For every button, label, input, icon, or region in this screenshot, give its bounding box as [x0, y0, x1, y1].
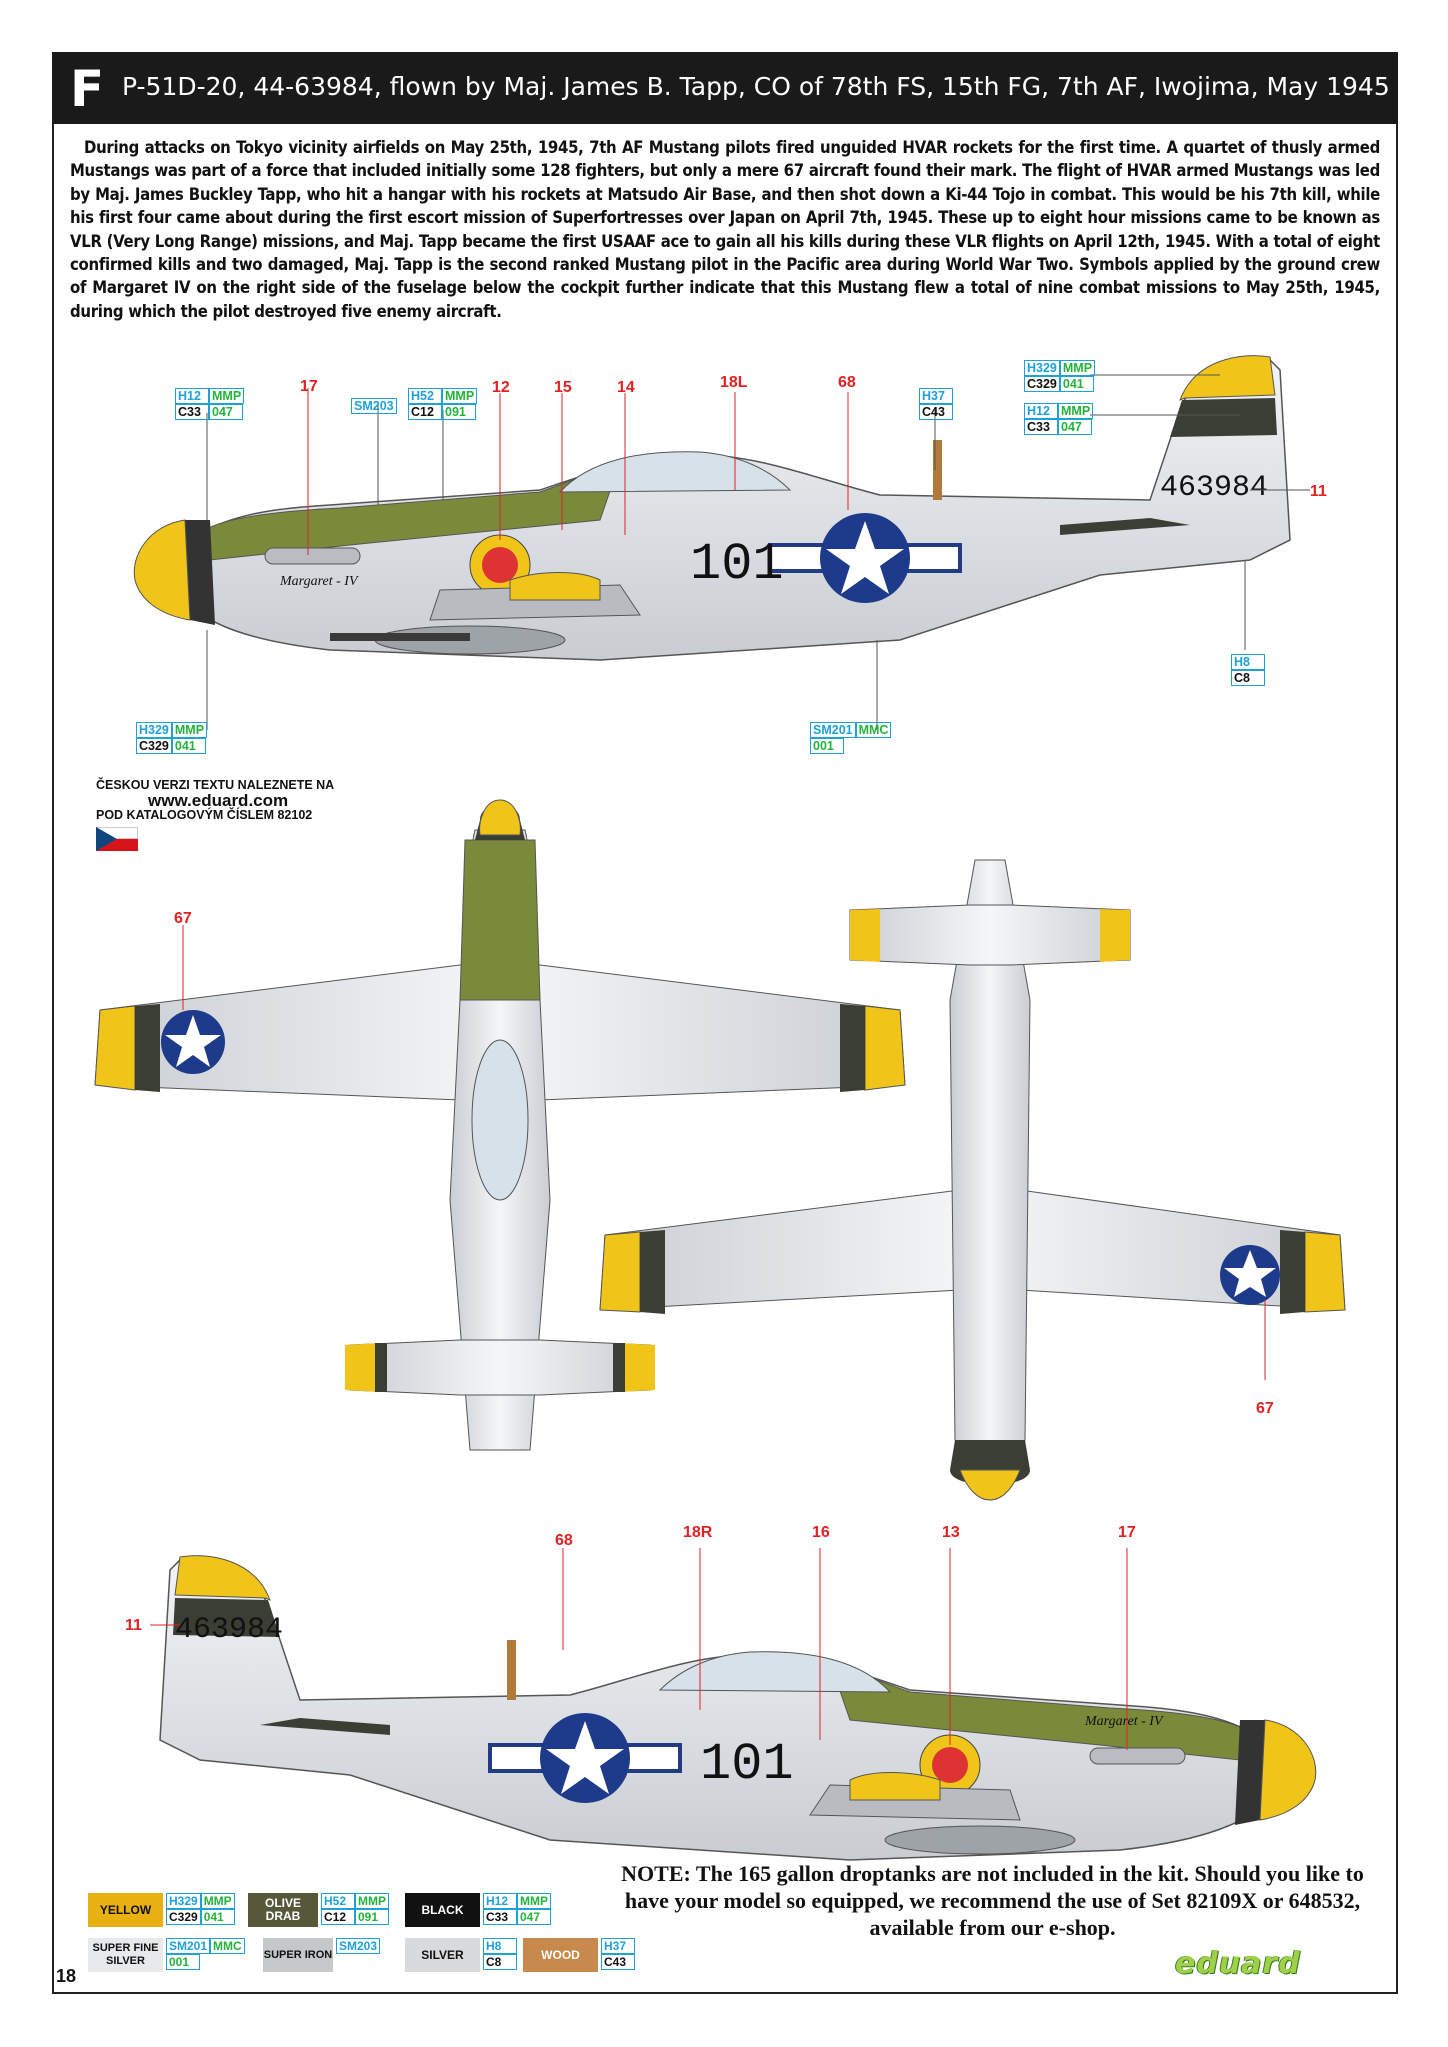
ref-number: 17 [1118, 1524, 1136, 1541]
bottom-view [599, 859, 1346, 1501]
paint-callout: H37 C43 [919, 388, 953, 420]
eduard-url[interactable]: www.eduard.com [148, 791, 289, 810]
ref-number: 16 [812, 1524, 830, 1541]
left-buzz-number: 101 [690, 535, 784, 594]
paint-callout: SM203 [351, 398, 397, 414]
czech-version-note: ČESKOU VERZI TEXTU NALEZNETE NA www.edua… [95, 778, 334, 855]
ref-number: 68 [555, 1532, 573, 1549]
ref-number: 11 [125, 1617, 142, 1634]
czech-flag-icon [95, 826, 139, 851]
swatch-color: BLACK [405, 1893, 480, 1927]
top-view [94, 799, 906, 1451]
legend-silver: SILVER H8 C8 [405, 1938, 517, 1972]
legend-wood: WOOD H37 C43 [523, 1938, 635, 1972]
legend-super-iron: SUPER IRON SM203 [263, 1938, 381, 1972]
profile-letter: F [70, 60, 105, 118]
swatch-color: SILVER [405, 1938, 480, 1972]
swatch-color: YELLOW [88, 1893, 163, 1927]
right-buzz-number: 101 [700, 1735, 794, 1794]
swatch-color: SUPER IRON [263, 1938, 333, 1972]
left-nose-name: Margaret - IV [279, 574, 359, 589]
left-serial: 463984 [1160, 471, 1268, 505]
swatch-color: WOOD [523, 1938, 598, 1972]
ref-number: 18L [720, 374, 748, 391]
page-number: 18 [56, 1966, 77, 1986]
swatch-color: OLIVE DRAB [248, 1893, 318, 1927]
profile-title: P-51D-20, 44-63984, flown by Maj. James … [122, 72, 1390, 101]
ref-number: 18R [683, 1524, 713, 1541]
ref-number: 68 [838, 374, 856, 391]
right-profile [159, 1555, 1317, 1861]
swatch-color: SUPER FINE SILVER [88, 1938, 163, 1972]
red-leader-lines [150, 388, 1266, 1750]
ref-number: 67 [174, 910, 192, 927]
ref-number: 14 [617, 379, 635, 396]
paint-callout: H8 C8 [1231, 654, 1265, 686]
ref-number: 15 [554, 379, 572, 396]
ref-number: 67 [1256, 1400, 1274, 1417]
ref-number: 11 [1310, 483, 1327, 500]
eduard-logo: eduard [1175, 1946, 1301, 1981]
history-text: During attacks on Tokyo vicinity airfiel… [70, 136, 1380, 323]
right-nose-name: Margaret - IV [1084, 1714, 1164, 1729]
ref-number: 12 [492, 379, 510, 396]
history-paragraph: During attacks on Tokyo vicinity airfiel… [70, 138, 1380, 321]
profile-header: F P-51D-20, 44-63984, flown by Maj. Jame… [52, 52, 1398, 124]
right-serial: 463984 [175, 1613, 283, 1647]
ref-number: 17 [300, 378, 318, 395]
ref-number: 13 [942, 1524, 960, 1541]
left-profile [133, 355, 1291, 661]
droptank-note: NOTE: The 165 gallon droptanks are not i… [621, 1861, 1364, 1940]
